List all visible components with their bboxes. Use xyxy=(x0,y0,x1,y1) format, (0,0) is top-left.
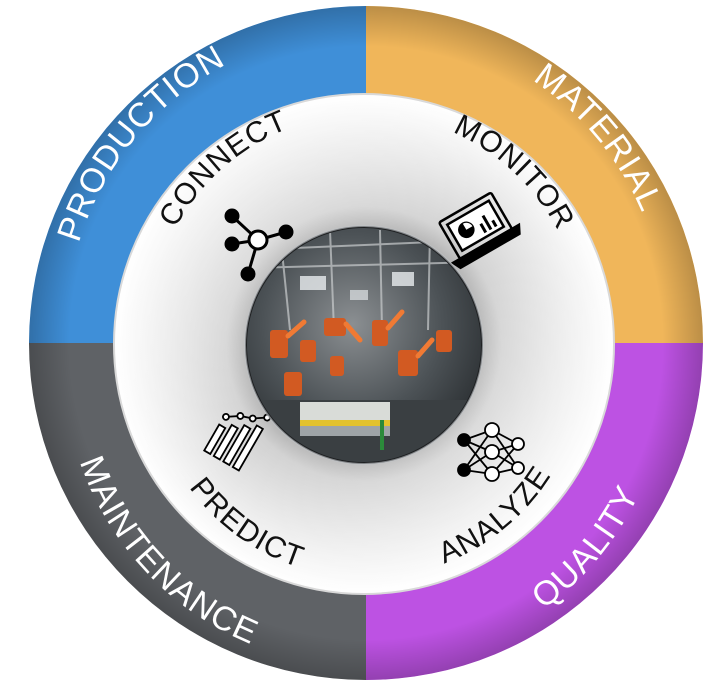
trend-bars-icon xyxy=(202,412,284,472)
network-nodes-icon xyxy=(224,208,294,282)
laptop-dashboard-icon xyxy=(438,191,521,270)
neural-network-icon xyxy=(457,422,525,482)
